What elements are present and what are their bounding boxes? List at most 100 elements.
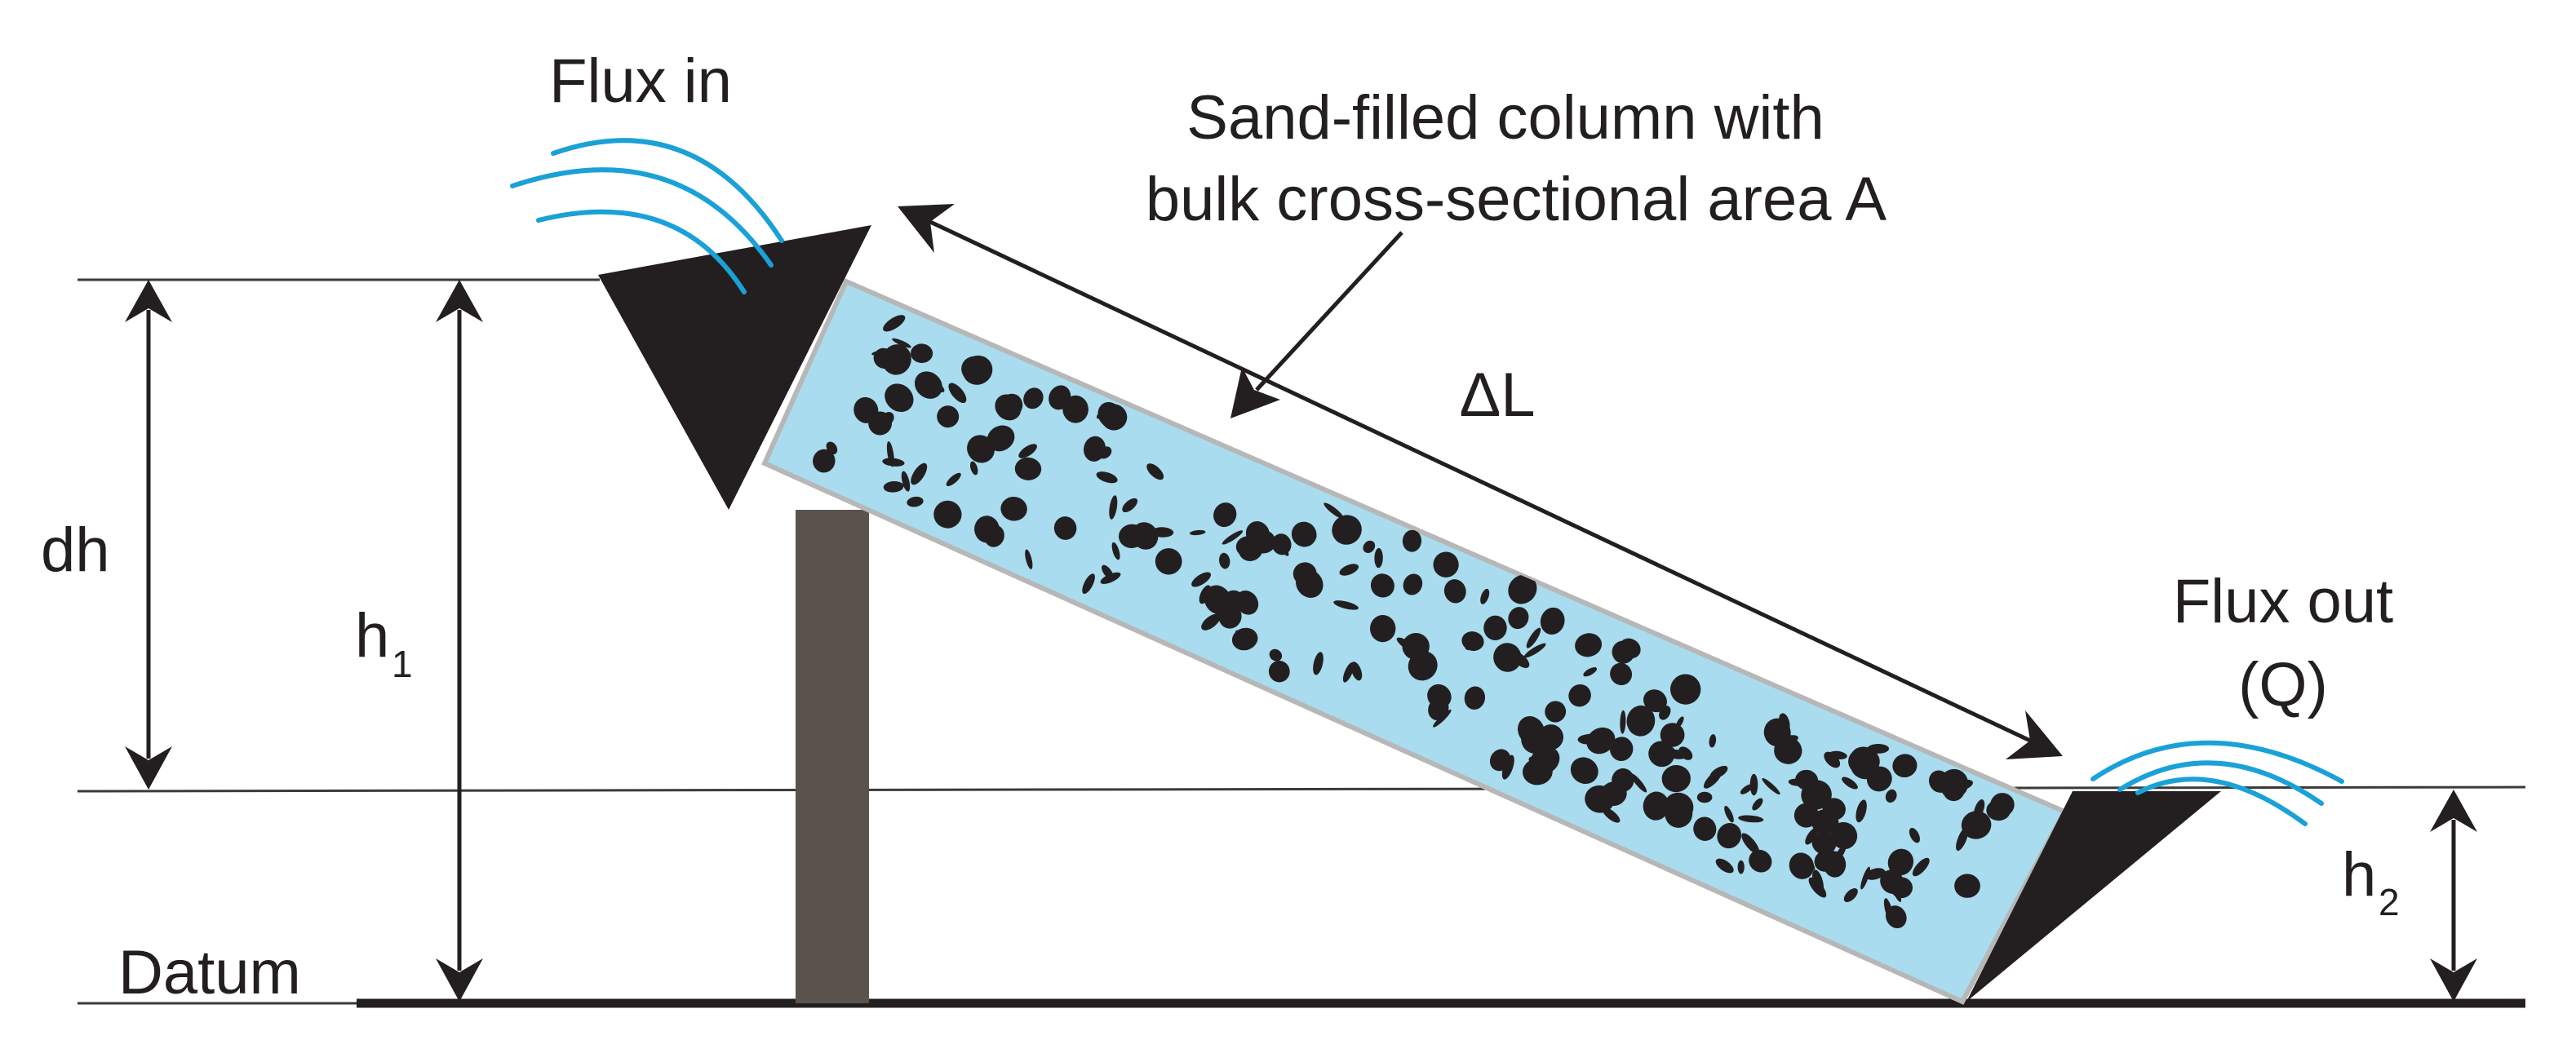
sand-grain (1518, 715, 1545, 746)
sand-grain (1740, 784, 1754, 794)
sand-grain (1643, 791, 1669, 821)
sand-grain (1709, 734, 1717, 748)
sand-grain (1811, 870, 1824, 895)
sand-grain (1545, 701, 1567, 723)
sand-grain (962, 355, 993, 385)
sand-grain (1219, 552, 1230, 569)
sand-grain (1954, 874, 1980, 898)
h2-label: h (2342, 840, 2376, 909)
flux-in-waves (510, 138, 784, 294)
sand-grain (937, 405, 960, 428)
sand-grain (1693, 816, 1717, 841)
sand-grain (813, 449, 836, 473)
sand-grain (1741, 833, 1760, 855)
sand-grain (1570, 757, 1598, 784)
h2-subscript: 2 (2379, 881, 2400, 923)
sand-grain (1333, 600, 1359, 610)
sand-grain (914, 371, 942, 399)
sand-grain (1109, 495, 1118, 520)
sand-grain (1660, 723, 1685, 747)
sand-grain (1912, 857, 1930, 877)
sand-grain (1909, 827, 1920, 843)
flux-out-waves (2091, 740, 2344, 826)
sand-grain (1811, 809, 1839, 835)
delta-l-arrow (898, 204, 2063, 759)
sand-grain (1860, 866, 1871, 890)
sand-grain (1083, 436, 1106, 462)
delta-l-label: ΔL (1459, 361, 1535, 430)
sand-grain (1864, 868, 1886, 880)
sand-grain (1867, 744, 1890, 754)
sand-grain (995, 394, 1022, 421)
sand-grain (1096, 471, 1118, 484)
sand-grain (1717, 823, 1742, 849)
sand-grain (974, 516, 1000, 543)
sand-grain (1762, 777, 1780, 795)
sand-grain (1155, 548, 1182, 575)
datum-label: Datum (118, 938, 301, 1007)
sand-grain (1829, 750, 1847, 760)
sand-grain (1023, 387, 1044, 409)
h2-arrow (2430, 790, 2477, 1002)
sand-grain (1715, 858, 1734, 874)
sand-grain (1749, 849, 1772, 873)
flux-out-q-label: (Q) (2238, 650, 2328, 719)
sand-grain (1339, 564, 1359, 576)
sand-grain (1201, 613, 1221, 631)
sand-grain (1000, 496, 1027, 521)
sand-grain (1568, 684, 1591, 707)
h1-label: h (355, 601, 389, 670)
sand-grain (1630, 773, 1647, 793)
sand-grain (1939, 768, 1969, 799)
sand-grain (1795, 769, 1819, 790)
sand-grain (1408, 651, 1438, 681)
sand-grain (1811, 831, 1837, 855)
sand-grain (1189, 529, 1206, 536)
sand-grain (884, 350, 907, 361)
sand-grain (1508, 574, 1537, 604)
lower-head-line (77, 785, 2526, 793)
sand-grain (1465, 639, 1483, 651)
sand-grain (1789, 852, 1815, 879)
flux-out-label: Flux out (2173, 567, 2393, 636)
sand-grain (1332, 515, 1362, 545)
sand-grain (1483, 615, 1507, 640)
sand-grain (1049, 385, 1071, 410)
sand-grain (1053, 516, 1077, 540)
sand-grain (883, 480, 904, 493)
sand-grain (1470, 693, 1478, 710)
sand-grain (1643, 689, 1667, 713)
sand-grain (1856, 799, 1867, 823)
sand-grain (1191, 572, 1212, 587)
sand-grain (1586, 727, 1616, 754)
sand-grain (901, 471, 911, 492)
sand-grain (911, 343, 933, 364)
sand-grain (1885, 789, 1897, 803)
sand-grain (1575, 633, 1603, 657)
sand-grain (1523, 643, 1546, 658)
sand-grain (1235, 536, 1260, 557)
sand-grain (1780, 735, 1798, 745)
sand-grain (1675, 716, 1684, 728)
sand-grain (1626, 705, 1656, 737)
sand-grain (1014, 457, 1042, 480)
sand-grain (1269, 648, 1283, 662)
sand-grain (1737, 860, 1745, 874)
sand-grains (813, 315, 2015, 929)
sand-grain (1891, 883, 1902, 902)
sand-grain (1724, 806, 1734, 823)
sand-grain (1433, 709, 1452, 728)
sand-grain (1213, 502, 1237, 528)
sand-grain (1887, 848, 1914, 876)
sand-grain (1850, 750, 1879, 780)
sand-grain (1842, 777, 1858, 790)
sand-grain (1895, 754, 1908, 772)
sand-grain (1696, 791, 1713, 803)
sand-grain (1585, 785, 1615, 813)
sand-grain (1297, 529, 1317, 540)
h1-subscript: 1 (392, 643, 413, 685)
dh-label: dh (41, 516, 110, 585)
sand-grain (1221, 530, 1244, 545)
sand-grain (911, 462, 928, 485)
sand-grain (1620, 710, 1626, 734)
